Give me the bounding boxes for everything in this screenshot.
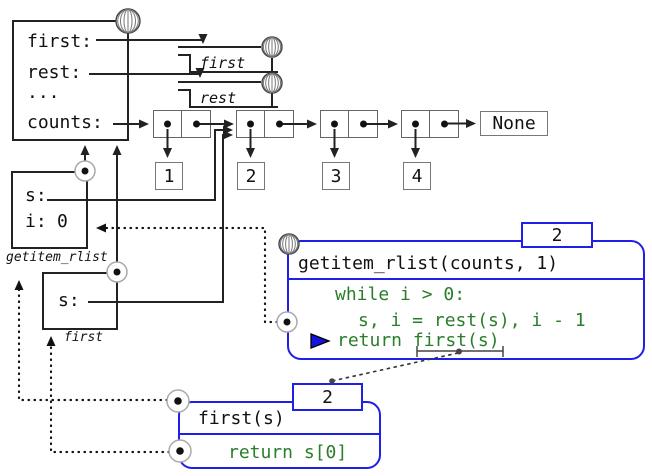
none-label: None [492, 113, 536, 134]
value-box-2: 2 [237, 162, 265, 190]
value-2: 2 [245, 165, 257, 187]
globe-icon [261, 72, 283, 94]
function-name-rest: rest [200, 89, 237, 107]
getitem-var-i-value: 0 [57, 211, 68, 232]
value-box-4: 4 [403, 162, 431, 190]
value-box-1: 1 [155, 162, 183, 190]
global-var-ellipsis: ... [27, 82, 60, 103]
globe-icon [261, 36, 283, 58]
return-value: 2 [322, 386, 333, 408]
value-3: 3 [330, 165, 342, 187]
global-var-first: first: [27, 31, 93, 52]
callbox-header-first: first(s) [198, 408, 285, 429]
pair-divider [429, 111, 430, 137]
global-var-counts: counts: [27, 112, 103, 133]
callbox-header-getitem: getitem_rlist(counts, 1) [298, 253, 559, 274]
global-var-rest: rest: [27, 62, 82, 83]
first-frame-dotted-arrow [46, 336, 171, 454]
call-box-first [178, 401, 381, 469]
code-line: return first(s) [337, 330, 500, 351]
call-box-header-divider [289, 278, 643, 280]
call-box-header-divider [180, 433, 379, 435]
return-value-tab-getitem: 2 [521, 222, 593, 248]
pair-box-1 [153, 110, 211, 138]
value-4: 4 [411, 165, 423, 187]
pair-box-4 [401, 110, 459, 138]
pair-box-2 [236, 110, 294, 138]
frame-first [42, 272, 118, 330]
pair-divider [264, 111, 265, 137]
first-var-s: s: [58, 290, 80, 311]
code-line: s, i = rest(s), i - 1 [358, 310, 586, 331]
getitem-var-s: s: [25, 185, 47, 206]
return-value-tab-first: 2 [292, 383, 363, 411]
return-i-dotted-arrow [96, 223, 279, 324]
value-box-3: 3 [322, 162, 350, 190]
code-line: while i > 0: [335, 284, 466, 305]
frame-label-getitem-rlist: getitem_rlist [6, 250, 108, 265]
function-name-first: first [200, 54, 246, 72]
pair-divider [181, 111, 182, 137]
code-line: return s[0] [228, 442, 348, 463]
pair-box-3 [320, 110, 378, 138]
frame-getitem-rlist [11, 171, 88, 249]
pair-divider [348, 111, 349, 137]
return-value: 2 [551, 224, 563, 246]
getitem-var-i: i: [25, 211, 47, 232]
value-1: 1 [163, 165, 175, 187]
call-box-getitem-rlist [287, 240, 645, 360]
none-box: None [480, 111, 548, 136]
frame-label-first: first [64, 330, 104, 345]
